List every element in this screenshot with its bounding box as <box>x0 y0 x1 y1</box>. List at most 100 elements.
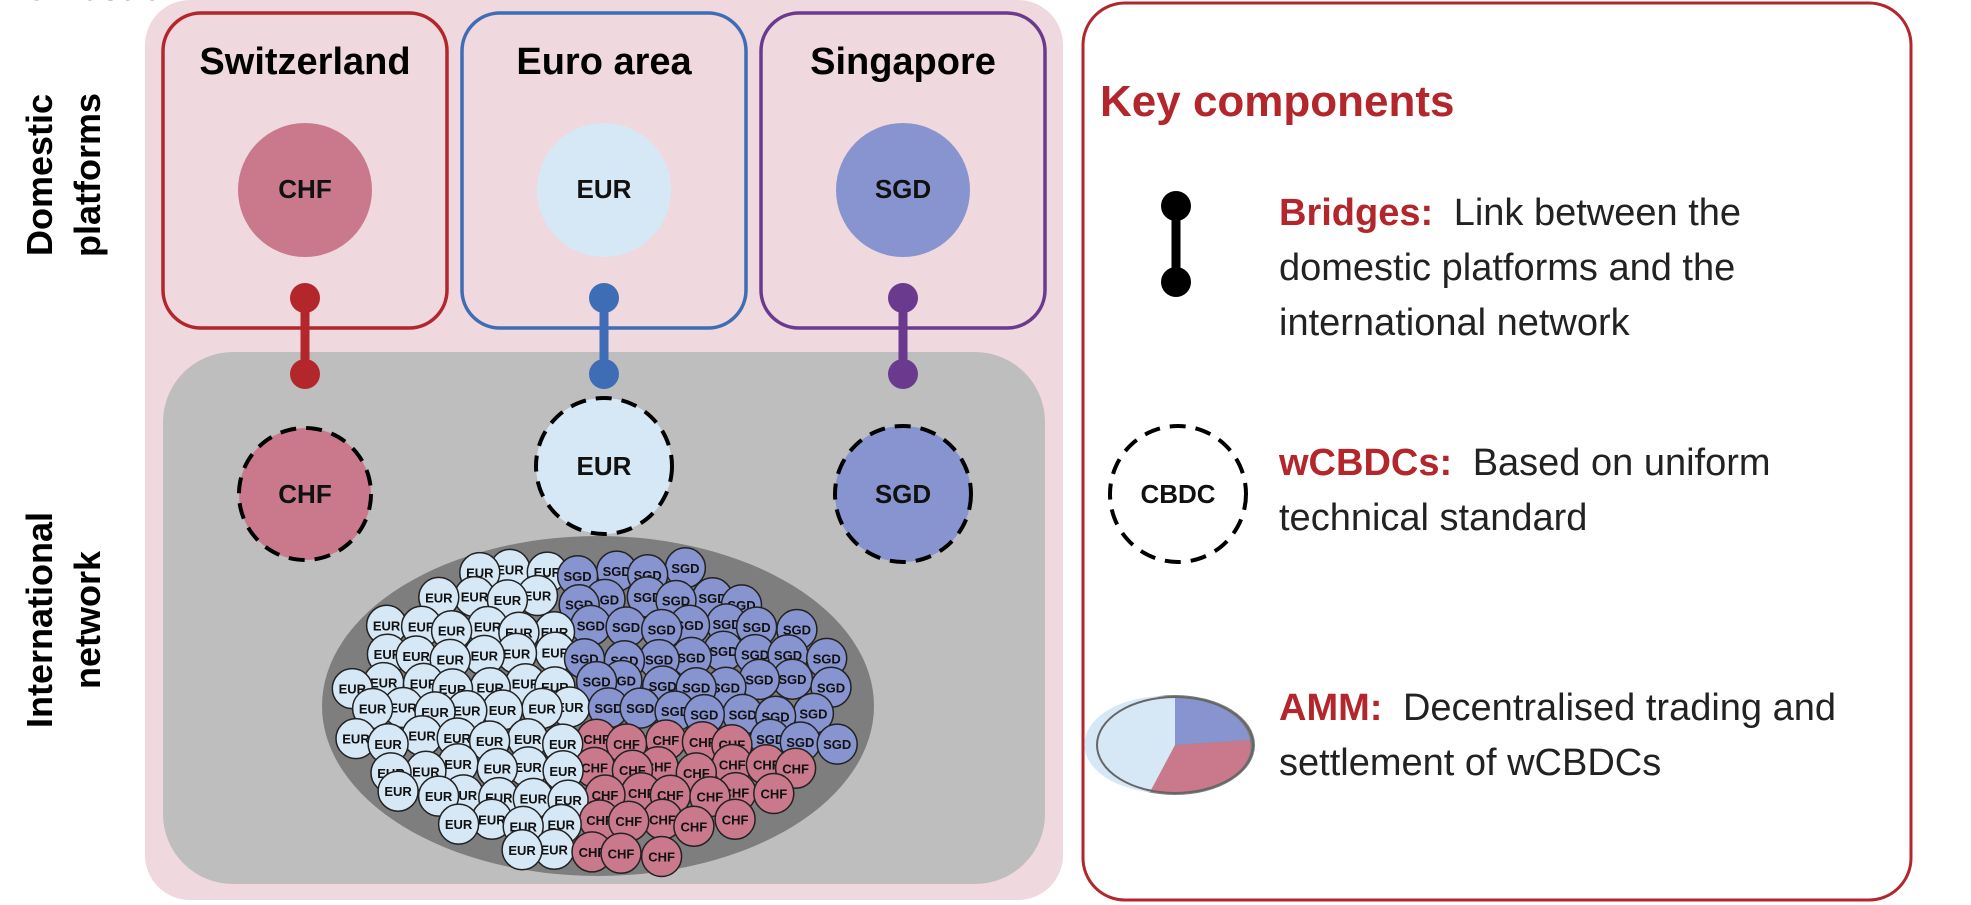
bridge-eur <box>589 283 619 389</box>
amm-coin-label: CHF <box>592 788 619 803</box>
platform-switzerland: Switzerland CHF <box>161 11 449 330</box>
amm-coin-label: EUR <box>384 784 412 799</box>
amm-coin-label: SGD <box>603 564 631 579</box>
amm-coin-label: EUR <box>412 764 440 779</box>
amm-coin-label: SGD <box>645 653 673 668</box>
key-amm-line1: Decentralised trading and <box>1403 687 1836 729</box>
amm-coin-label: SGD <box>756 732 784 747</box>
amm-coin-label: EUR <box>508 843 536 858</box>
amm-coin-label: EUR <box>374 737 402 752</box>
amm-coin-label: CHF <box>689 735 716 750</box>
amm-coin-label: SGD <box>813 651 841 666</box>
amm-coin-label: EUR <box>402 649 430 664</box>
domestic-label-line1: Domestic <box>0 0 162 8</box>
key-bridges-text: Bridges: Link between the <box>1279 192 1741 234</box>
amm-coin: SGD <box>619 687 661 729</box>
key-bridges-line3: international network <box>1279 302 1631 344</box>
amm-coin-label: SGD <box>564 569 592 584</box>
bridge-node-top <box>589 283 619 313</box>
amm-coin: EUR <box>437 803 480 845</box>
amm-coin-label: SGD <box>778 672 806 687</box>
amm-coin: EUR <box>335 717 377 760</box>
platform-name: Switzerland <box>199 41 410 83</box>
amm-coin-label: EUR <box>370 676 398 691</box>
platform-name: Euro area <box>516 41 692 83</box>
amm-coin-label: CHF <box>615 814 642 829</box>
amm-coin-label: EUR <box>528 701 556 716</box>
amm-coin: CHF <box>753 772 795 815</box>
amm-coin: EUR <box>507 746 549 788</box>
amm-coin: SGD <box>664 547 707 589</box>
amm-coin-label: EUR <box>359 702 387 717</box>
amm-coin: CHF <box>571 831 613 873</box>
amm-coin-label: CHF <box>653 733 680 748</box>
amm-coin-label: SGD <box>583 675 611 690</box>
key-wcbdcs-line1: Based on uniform <box>1473 442 1771 484</box>
amm-coin: EUR <box>377 770 419 812</box>
amm-coin: SGD <box>735 606 778 648</box>
amm-coin-label: EUR <box>514 732 542 747</box>
amm-coin-label: EUR <box>489 703 517 718</box>
bridge-icon <box>1161 191 1191 297</box>
amm-coin-label: EUR <box>453 704 481 719</box>
wcbdc-label: EUR <box>577 451 632 481</box>
amm-coin-label: EUR <box>408 729 436 744</box>
wcbdc-chf: CHF <box>237 426 373 562</box>
amm-coin-label: SGD <box>682 681 710 696</box>
amm-coin: EUR <box>351 687 394 730</box>
key-title: Key components <box>1100 77 1455 126</box>
key-wcbdcs-text: wCBDCs: Based on uniform <box>1278 442 1771 484</box>
amm-coin-label: EUR <box>438 624 466 639</box>
amm-coin: CHF <box>681 721 724 763</box>
amm-coin-label: SGD <box>633 590 661 605</box>
currency-circle <box>537 123 671 257</box>
amm-coin: CHF <box>607 800 650 842</box>
bridge-node-bottom <box>589 359 619 389</box>
domestic-label-group: Domestic platforms <box>19 93 108 257</box>
amm-coin-label: CHF <box>586 813 613 828</box>
amm-coin-label: CHF <box>649 812 676 827</box>
amm-coin-label: SGD <box>729 707 757 722</box>
amm-coin-label: EUR <box>342 732 370 747</box>
amm-coin-label: EUR <box>410 676 438 691</box>
amm-coin-label: SGD <box>786 735 814 750</box>
key-amm-head: AMM: <box>1279 687 1382 729</box>
amm-coin-label: SGD <box>713 617 741 632</box>
amm-coin-label: EUR <box>476 734 504 749</box>
amm-coin-label: SGD <box>662 594 690 609</box>
amm-coin-label: EUR <box>443 731 471 746</box>
amm-coin: EUR <box>471 798 513 841</box>
amm-coin: EUR <box>401 714 443 757</box>
platform-euro-area: Euro area EUR <box>460 11 748 330</box>
wcbdc-label: CHF <box>278 479 331 509</box>
amm-coin-label: EUR <box>445 817 473 832</box>
amm-coin-label: SGD <box>817 680 845 695</box>
currency-label: SGD <box>875 174 931 204</box>
amm-coin-label: CHF <box>608 846 635 861</box>
amm-coin-label: SGD <box>799 706 827 721</box>
amm-coin-label: CHF <box>583 732 610 747</box>
wcbdc-circle <box>833 424 973 564</box>
amm-coin-label: CHF <box>613 737 640 752</box>
bridge-node-top <box>290 283 320 313</box>
domestic-label-line1: Domestic <box>19 94 60 256</box>
amm-coin-label: SGD <box>612 620 640 635</box>
key-amm-line2: settlement of wCBDCs <box>1279 742 1661 784</box>
key-bridges-line2: domestic platforms and the <box>1279 247 1735 289</box>
amm-coin: CHF <box>640 835 683 878</box>
wcbdc-sgd: SGD <box>833 424 973 564</box>
amm-coin-label: CHF <box>628 786 655 801</box>
amm-coin-label: CHF <box>719 758 746 773</box>
amm-icon <box>1084 695 1255 795</box>
amm-coin-label: EUR <box>373 618 401 633</box>
cbdc-icon: CBDC <box>1108 424 1248 564</box>
bridge-sgd <box>888 283 918 389</box>
wcbdc-circle <box>237 426 373 562</box>
international-label-group: International network <box>19 512 108 728</box>
bridge-chf <box>290 283 320 389</box>
amm-coin-label: EUR <box>542 645 570 660</box>
cbdc-icon-label: CBDC <box>1140 479 1215 509</box>
